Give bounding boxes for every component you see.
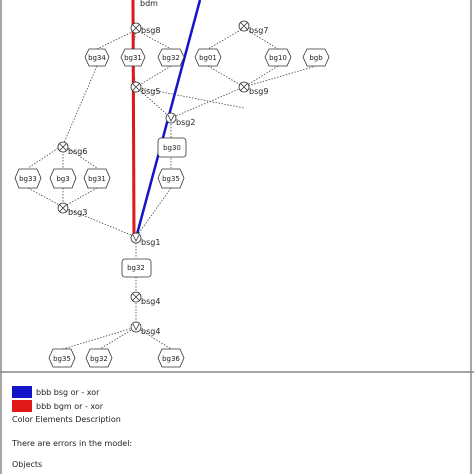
node-label: bsg4 — [141, 297, 160, 306]
edge — [135, 326, 172, 350]
feature-node[interactable] — [157, 137, 187, 158]
feature-node[interactable] — [302, 48, 330, 67]
feature-node[interactable] — [85, 348, 113, 368]
node-label: bsg5 — [141, 87, 160, 96]
or-node[interactable] — [130, 321, 142, 333]
edge — [207, 27, 245, 50]
feature-label: bg33 — [19, 175, 37, 183]
edge — [135, 86, 245, 109]
edges — [27, 27, 317, 350]
node-label: bsg8 — [141, 26, 160, 35]
feature-node[interactable] — [120, 48, 146, 67]
feature-label: bgb — [309, 54, 323, 62]
feature-node[interactable] — [121, 258, 152, 278]
node-label-top: bdm — [140, 0, 158, 8]
xor-node[interactable] — [130, 22, 142, 34]
feature-labels: bg34 bg31 bg32 bg01 bg10 bgb bg30 bg33 b… — [19, 54, 323, 363]
feature-label: bg36 — [162, 355, 180, 363]
legend-swatch-blue — [12, 386, 32, 398]
edge — [135, 29, 172, 50]
feature-node[interactable] — [14, 168, 42, 189]
edge — [135, 187, 172, 238]
feature-node[interactable] — [157, 48, 185, 67]
or-node[interactable] — [130, 232, 142, 244]
node-label: bsg6 — [68, 147, 87, 156]
node-label: bsg4 — [141, 327, 160, 336]
edge — [99, 326, 137, 350]
edge — [243, 65, 317, 88]
feature-label: bg10 — [269, 54, 287, 62]
feature-label: bg3 — [56, 175, 69, 183]
edge — [96, 29, 137, 50]
node-label: bsg1 — [141, 238, 160, 247]
feature-nodes — [14, 48, 330, 368]
edge — [207, 65, 245, 88]
edge — [243, 65, 279, 88]
feature-node[interactable] — [194, 48, 222, 67]
xor-node[interactable] — [57, 141, 69, 153]
feature-node[interactable] — [264, 48, 292, 67]
legend-header: Color Elements Description — [12, 415, 121, 424]
feature-node[interactable] — [83, 168, 111, 189]
group-labels: bdm bsg8 bsg7 bsg5 bsg9 bsg2 bsg6 bsg3 b… — [68, 0, 268, 336]
legend: bbb bsg or - xor bbb bgm or - xor Color … — [12, 386, 121, 424]
feature-label: bg34 — [88, 54, 106, 62]
feature-label: bg31 — [88, 175, 106, 183]
feature-label: bg31 — [124, 54, 142, 62]
legend-swatch-red — [12, 400, 32, 412]
xor-node[interactable] — [238, 81, 250, 93]
feature-node[interactable] — [157, 348, 185, 368]
feature-label: bg01 — [199, 54, 217, 62]
feature-node[interactable] — [157, 168, 185, 189]
edge — [62, 144, 98, 169]
edge — [243, 27, 279, 50]
edge — [62, 206, 137, 238]
red-error-line — [131, 0, 136, 239]
edge — [27, 144, 64, 169]
node-label: bsg3 — [68, 208, 87, 217]
edge — [62, 187, 98, 208]
xor-node[interactable] — [238, 20, 250, 32]
node-label: bsg9 — [249, 87, 268, 96]
legend-text-red: bbb bgm or - xor — [36, 402, 104, 411]
edge — [135, 65, 172, 88]
feature-node[interactable] — [84, 48, 110, 67]
feature-label: bg35 — [162, 175, 180, 183]
group-nodes — [57, 20, 250, 333]
feature-label: bg32 — [127, 264, 145, 272]
edge — [62, 65, 98, 146]
feature-label: bg32 — [162, 54, 180, 62]
feature-node[interactable] — [49, 168, 77, 189]
feature-node[interactable] — [48, 348, 76, 368]
feature-label: bg30 — [163, 144, 181, 152]
feature-label: bg35 — [53, 355, 71, 363]
or-node[interactable] — [165, 112, 177, 124]
feature-label: bg32 — [90, 355, 108, 363]
xor-node[interactable] — [57, 202, 69, 214]
objects-label: Objects — [12, 460, 42, 469]
node-label: bsg7 — [249, 26, 268, 35]
edge — [170, 86, 245, 119]
edge — [62, 326, 137, 350]
xor-node[interactable] — [130, 291, 142, 303]
error-message: There are errors in the model: — [11, 439, 132, 448]
legend-text-blue: bbb bsg or - xor — [36, 388, 100, 397]
node-label: bsg2 — [176, 118, 195, 127]
edge — [27, 187, 64, 208]
xor-node[interactable] — [130, 81, 142, 93]
